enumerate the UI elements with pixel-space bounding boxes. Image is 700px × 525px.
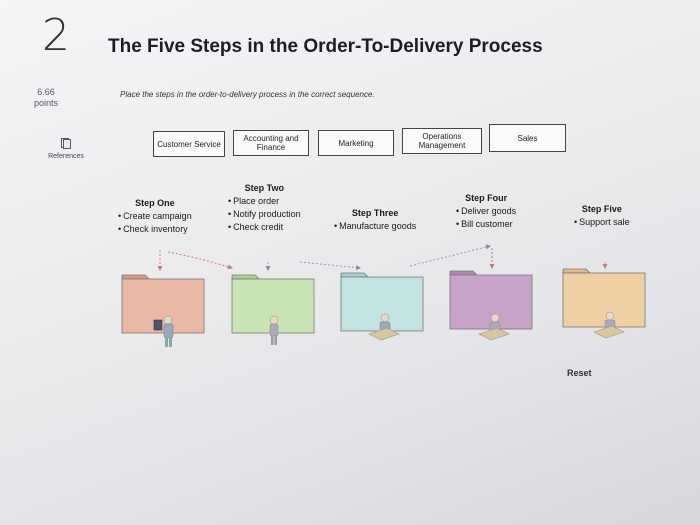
step-three: Step Three Manufacture goods	[334, 208, 416, 233]
step-bullet: Create campaign	[118, 210, 192, 223]
step-heading: Step Two	[244, 183, 285, 193]
tile-label: Marketing	[338, 138, 374, 148]
references-link[interactable]: References	[44, 138, 88, 160]
step-bullet: Place order	[228, 195, 301, 208]
step-bullet: Manufacture goods	[334, 220, 416, 233]
points-label: points	[34, 98, 59, 108]
tile-marketing[interactable]: Marketing	[318, 130, 394, 156]
instructions: Place the steps in the order-to-delivery…	[120, 90, 375, 99]
step-heading: Step Five	[581, 204, 622, 214]
person-phone-icon	[153, 315, 174, 347]
step-bullet: Check credit	[228, 221, 301, 234]
person-standing-icon	[269, 315, 279, 345]
step-heading: Step Four	[465, 193, 508, 203]
page-title: The Five Steps in the Order-To-Delivery …	[108, 36, 543, 57]
drop-zone-step-five[interactable]	[562, 268, 646, 328]
step-four: Step Four Deliver goods Bill customer	[456, 193, 516, 231]
step-bullet: Deliver goods	[456, 205, 516, 218]
step-bullet: Check inventory	[118, 223, 192, 236]
step-heading: Step One	[135, 198, 175, 208]
tile-label: Sales	[517, 133, 538, 143]
person-desk-icon	[593, 311, 625, 339]
person-desk-icon	[478, 313, 510, 341]
drop-zone-step-one[interactable]	[121, 274, 205, 334]
step-heading: Step Three	[351, 208, 399, 218]
step-bullet: Bill customer	[456, 218, 516, 231]
reset-button[interactable]: Reset	[567, 368, 592, 378]
step-bullet: Support sale	[574, 216, 630, 229]
tile-operations-management[interactable]: Operations Management	[402, 128, 482, 154]
step-bullet: Notify production	[228, 208, 301, 221]
references-label: References	[48, 153, 84, 160]
tile-customer-service[interactable]: Customer Service	[153, 131, 225, 157]
step-one: Step One Create campaign Check inventory	[118, 198, 192, 236]
tile-label: Operations Management	[418, 132, 466, 150]
tile-label: Accounting and Finance	[243, 134, 299, 152]
book-icon	[61, 138, 71, 149]
step-two: Step Two Place order Notify production C…	[228, 183, 301, 234]
step-five: Step Five Support sale	[574, 204, 630, 229]
question-number: 2	[42, 10, 70, 61]
points-value: 6.66	[37, 87, 55, 97]
points-info: 6.66 points	[34, 87, 58, 109]
tile-sales[interactable]: Sales	[489, 124, 566, 152]
drop-zone-step-four[interactable]	[449, 270, 533, 330]
tile-accounting-finance[interactable]: Accounting and Finance	[233, 130, 309, 156]
person-desk-icon	[368, 313, 400, 341]
tile-label: Customer Service	[157, 139, 221, 149]
